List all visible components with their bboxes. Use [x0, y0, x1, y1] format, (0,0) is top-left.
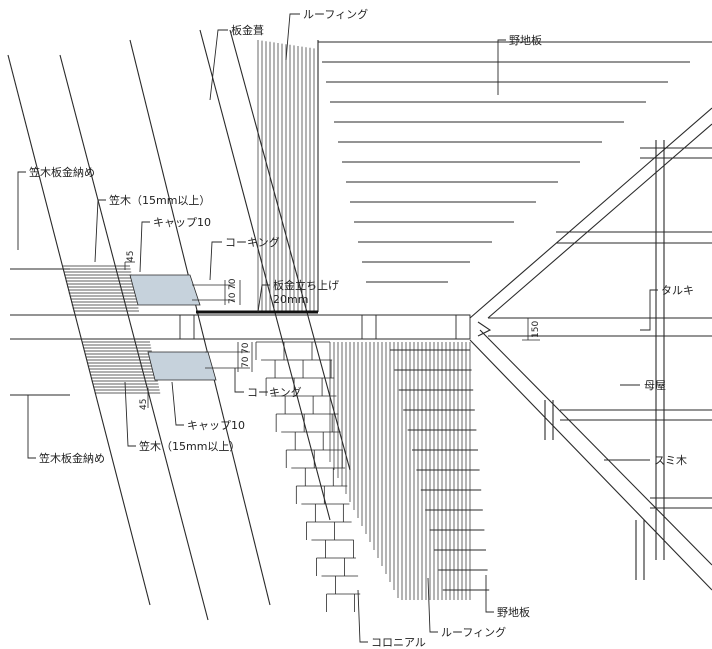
ridge-frame-lines: [10, 268, 471, 396]
roof-slope-lines: [7, 29, 351, 621]
dimension-70-bottom-a: 70: [241, 356, 251, 368]
caulking-top-label: コーキング: [225, 235, 280, 249]
cap-top: [129, 274, 201, 306]
colonial-label: コロニアル: [371, 636, 426, 649]
dimension-70-top-b: 70: [228, 278, 238, 290]
cap-bottom: [147, 351, 217, 381]
roofing-hatch-top: [257, 40, 319, 312]
dimension-marks: [124, 261, 540, 408]
dimension-150: 150: [531, 321, 541, 338]
dimension-45-top: 45: [126, 251, 136, 262]
roofing-top-label: ルーフィング: [303, 7, 368, 21]
flashing-upturn-value: 20mm: [273, 293, 308, 306]
hip-rafter-label: スミ木: [654, 454, 687, 467]
sheathing-top-label: 野地板: [509, 33, 542, 47]
kasagi-top-label: 笠木（15mm以上）: [109, 193, 210, 207]
right-framing: [469, 107, 712, 591]
sheathing-bottom-label: 野地板: [497, 605, 530, 619]
kasagi-finish-top-label: 笠木板金納め: [29, 165, 95, 179]
kasagi-finish-bottom-label: 笠木板金納め: [39, 451, 105, 465]
sheathing-boards-bottom: [390, 349, 490, 591]
dimension-45-bottom: 45: [139, 399, 149, 410]
kasagi-bottom-label: 笠木（15mm以上）: [139, 439, 240, 453]
rafter-label: タルキ: [661, 284, 694, 297]
cap-bottom-label: キャップ10: [187, 419, 245, 432]
dimension-70-bottom-b: 70: [241, 342, 251, 354]
sheathing-boards-top: [318, 41, 712, 283]
cap-top-label: キャップ10: [153, 216, 211, 229]
roof-sheet-metal-label: 板金葺: [231, 23, 264, 37]
caulking-bottom-label: コーキング: [247, 385, 302, 399]
leader-lines: [17, 13, 658, 643]
colonial-tiles: [255, 341, 361, 612]
flashing-upturn-label: 板金立ち上げ: [273, 278, 339, 292]
dimension-70-top-a: 70: [228, 292, 238, 304]
roofing-bottom-label: ルーフィング: [441, 625, 506, 639]
purlin-label: 母屋: [644, 379, 666, 392]
roofing-hatch-bottom: [329, 342, 471, 600]
